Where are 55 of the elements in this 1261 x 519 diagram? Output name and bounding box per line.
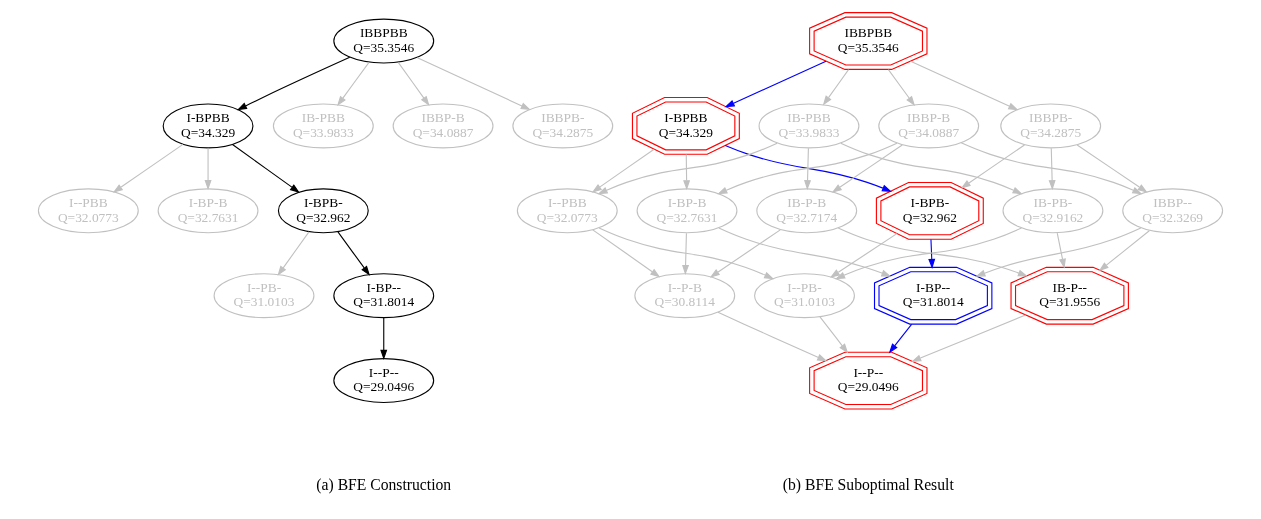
arrow	[822, 69, 850, 106]
node-ellipse: IBBP-B Q=34.0887	[392, 103, 494, 149]
arrow	[804, 147, 812, 191]
arrow	[380, 317, 388, 360]
arrow	[831, 144, 903, 193]
arrow	[975, 227, 1142, 277]
arrow	[709, 229, 781, 278]
arrow	[597, 142, 778, 195]
arrow	[888, 323, 913, 354]
arrow	[718, 227, 892, 277]
arrow	[592, 229, 661, 278]
arrow	[112, 143, 184, 193]
arrow	[1048, 147, 1056, 191]
node-ellipse: IB-PBB Q=33.9833	[272, 103, 374, 149]
node-ellipse: IB-P-B Q=32.7174	[756, 188, 858, 234]
label: (a) BFE Construction	[316, 476, 452, 494]
arrow	[416, 57, 531, 111]
arrow	[928, 238, 936, 269]
arrow	[717, 142, 898, 195]
node-ellipse: IBBP-B Q=34.0887	[878, 103, 980, 149]
arrow	[1076, 144, 1148, 193]
arrow	[724, 60, 827, 108]
arrow	[724, 144, 893, 192]
arrow	[683, 154, 691, 191]
arrow	[277, 231, 310, 276]
arrow	[960, 144, 1026, 189]
arrow	[598, 227, 775, 280]
node-ellipse: I-BPB- Q=32.962	[277, 188, 369, 234]
arrow	[960, 142, 1143, 195]
arrow	[911, 314, 1027, 362]
node-ellipse: IBBPBB Q=35.3546	[333, 18, 435, 64]
label: (b) BFE Suboptimal Result	[782, 476, 954, 494]
arrow	[682, 232, 690, 276]
arrow	[337, 62, 370, 106]
arrow	[717, 311, 828, 362]
arrow	[840, 142, 1023, 195]
node-ellipse: IB-PBB Q=33.9833	[758, 103, 860, 149]
arrow	[887, 69, 916, 107]
node-ellipse: I--P-- Q=29.0496	[333, 358, 435, 404]
arrow	[1098, 230, 1150, 272]
node-ellipse: I-BP-B Q=32.7631	[157, 188, 259, 234]
arrow	[910, 60, 1019, 111]
arrow	[236, 56, 351, 111]
node-ellipse: I--PBB Q=32.0773	[37, 188, 139, 234]
arrow	[829, 233, 898, 278]
arrow	[231, 144, 300, 193]
arrow	[591, 148, 655, 193]
node-ellipse: I-BP-- Q=31.8014	[333, 273, 435, 319]
node-ellipse: I--P-B Q=30.8114	[634, 273, 736, 319]
node-ellipse: I--PB- Q=31.0103	[213, 273, 315, 319]
arrow	[397, 62, 430, 106]
arrow	[1056, 232, 1066, 269]
arrow	[819, 316, 849, 354]
arrow	[337, 231, 371, 276]
arrow	[204, 147, 212, 191]
